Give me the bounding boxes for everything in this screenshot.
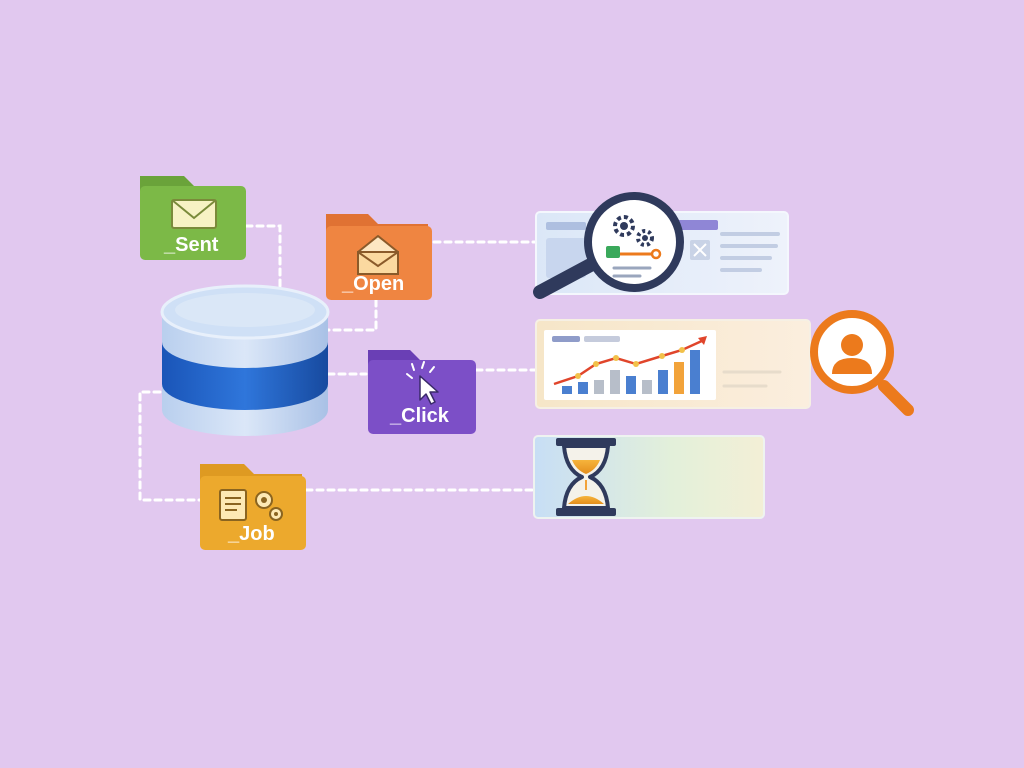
panel-report (535, 310, 914, 416)
envelope-icon (171, 199, 217, 229)
database-icon (160, 284, 330, 436)
folder-label: _Open (341, 273, 404, 295)
panel-analysis (533, 192, 789, 299)
folder-label: _Click (389, 405, 450, 427)
connector-job-db (138, 390, 202, 502)
user-search-icon (810, 310, 914, 416)
folder-click[interactable]: _Click (368, 350, 476, 434)
folder-label: _Sent (163, 234, 219, 256)
folder-job[interactable]: _Job (200, 464, 306, 550)
cursor-click-icon (406, 361, 439, 405)
panel-waiting (533, 435, 765, 519)
connector-sent-db (244, 224, 282, 302)
hourglass-icon (556, 438, 616, 516)
folder-sent[interactable]: _Sent (140, 176, 246, 260)
connector-open-db (326, 298, 378, 332)
folder-label: _Job (227, 523, 275, 545)
magnifier-gears-icon (533, 192, 684, 299)
folder-open[interactable]: _Open (326, 214, 432, 300)
bar-line-chart-icon (553, 336, 707, 394)
open-envelope-icon (357, 235, 399, 275)
document-gears-icon (219, 489, 283, 521)
connectors (138, 224, 540, 502)
